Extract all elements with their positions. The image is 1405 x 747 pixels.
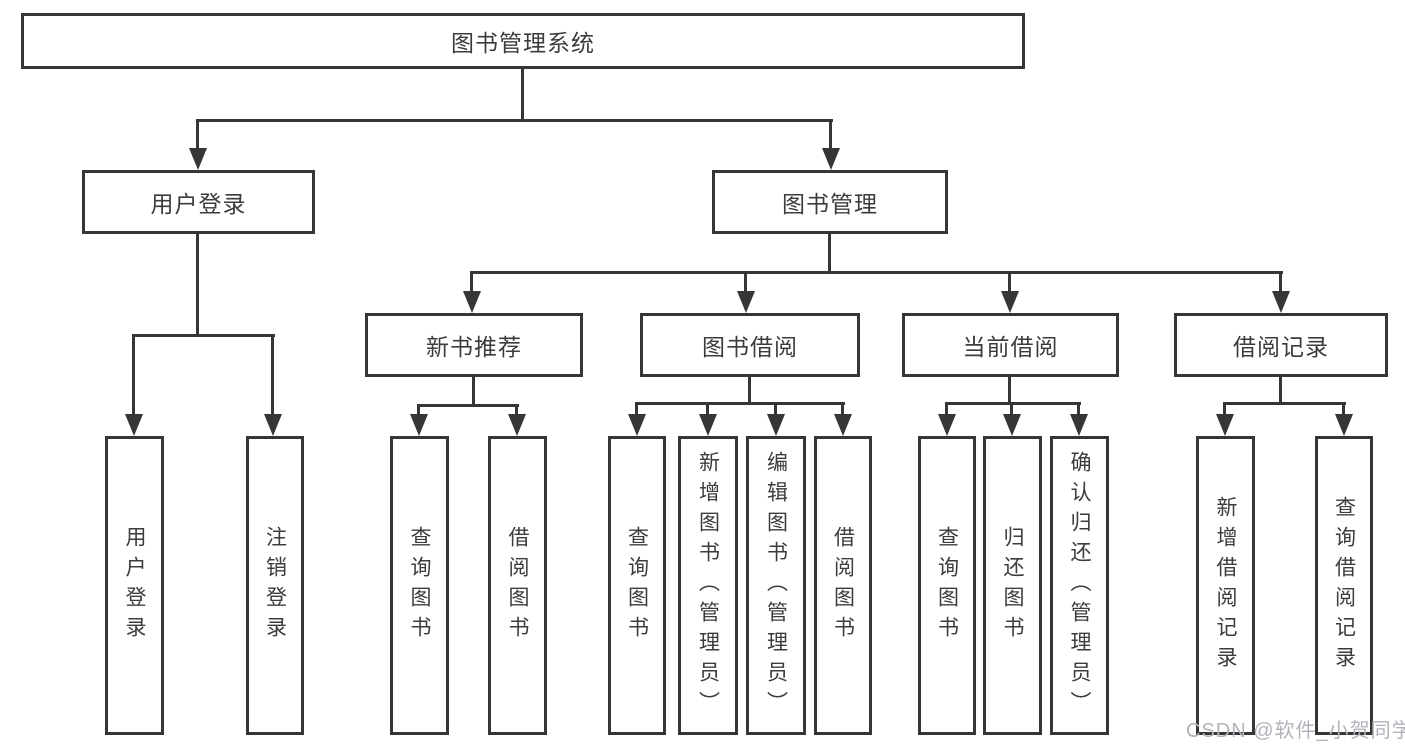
connector-line — [417, 404, 519, 407]
connector-line — [196, 233, 199, 335]
node-label: 新书推荐 — [426, 334, 522, 360]
connector-line — [748, 376, 751, 403]
leaf-recommend-borrow-book: 借阅图书 — [488, 436, 547, 735]
arrow-down-icon — [1001, 291, 1019, 313]
node-label: 图书借阅 — [702, 334, 798, 360]
connector-line — [1008, 272, 1011, 291]
node-label: 新增图书（管理员） — [696, 450, 720, 721]
leaf-add-book-admin: 新增图书（管理员） — [678, 436, 738, 735]
leaf-confirm-return-admin: 确认归还（管理员） — [1050, 436, 1109, 735]
leaf-edit-book-admin: 编辑图书（管理员） — [746, 436, 806, 735]
node-new-book-recommend: 新书推荐 — [365, 313, 583, 377]
arrow-down-icon — [1070, 414, 1088, 436]
node-label: 借阅图书 — [506, 525, 529, 646]
connector-line — [515, 405, 518, 414]
connector-line — [1279, 272, 1282, 291]
node-label: 查询图书 — [625, 525, 649, 646]
node-label: 查询图书 — [935, 525, 959, 646]
connector-line — [521, 68, 524, 120]
connector-line — [829, 120, 832, 148]
connector-line — [1342, 403, 1345, 414]
connector-line — [470, 272, 473, 291]
node-user-login: 用户登录 — [82, 170, 315, 234]
arrow-down-icon — [264, 414, 282, 436]
connector-line — [472, 376, 475, 405]
connector-line — [1010, 403, 1013, 414]
arrow-down-icon — [699, 414, 717, 436]
arrow-down-icon — [410, 414, 428, 436]
connector-line — [828, 234, 831, 272]
node-label: 编辑图书（管理员） — [764, 450, 788, 721]
leaf-borrow-query-book: 查询图书 — [608, 436, 666, 735]
node-label: 注销登录 — [263, 525, 287, 646]
connector-line — [945, 403, 948, 414]
node-label: 确认归还（管理员） — [1068, 450, 1091, 721]
connector-line — [196, 120, 199, 148]
node-label: 用户登录 — [150, 191, 247, 217]
arrow-down-icon — [834, 414, 852, 436]
connector-line — [1077, 403, 1080, 414]
connector-line — [841, 403, 844, 414]
arrow-down-icon — [938, 414, 956, 436]
arrow-down-icon — [628, 414, 646, 436]
connector-line — [1279, 376, 1282, 403]
connector-line — [706, 403, 709, 414]
node-label: 查询图书 — [408, 525, 431, 646]
leaf-return-book: 归还图书 — [983, 436, 1042, 735]
node-label: 新增借阅记录 — [1214, 495, 1237, 676]
connector-line — [635, 402, 845, 405]
node-label: 用户登录 — [123, 525, 146, 646]
node-label: 当前借阅 — [962, 334, 1059, 360]
arrow-down-icon — [1216, 414, 1234, 436]
connector-line — [470, 271, 1283, 274]
connector-line — [417, 405, 420, 414]
connector-line — [132, 335, 135, 414]
node-label: 图书管理系统 — [451, 30, 595, 56]
leaf-recommend-query-book: 查询图书 — [390, 436, 449, 735]
connector-line — [744, 272, 747, 291]
node-label: 借阅图书 — [831, 525, 855, 646]
node-borrow-record: 借阅记录 — [1174, 313, 1388, 377]
connector-line — [1223, 403, 1226, 414]
connector-line — [774, 403, 777, 414]
arrow-down-icon — [767, 414, 785, 436]
node-label: 查询借阅记录 — [1332, 495, 1356, 676]
node-current-borrow: 当前借阅 — [902, 313, 1119, 377]
node-label: 图书管理 — [782, 191, 878, 217]
node-label: 归还图书 — [1001, 525, 1024, 646]
arrow-down-icon — [737, 291, 755, 313]
leaf-query-borrow-record: 查询借阅记录 — [1315, 436, 1373, 735]
arrow-down-icon — [463, 291, 481, 313]
leaf-logout: 注销登录 — [246, 436, 304, 735]
connector-line — [1008, 376, 1011, 403]
arrow-down-icon — [508, 414, 526, 436]
connector-line — [945, 402, 1081, 405]
watermark: CSDN @软件_小贺同学 — [1186, 720, 1405, 742]
node-library-management-system: 图书管理系统 — [21, 13, 1025, 69]
node-book-management: 图书管理 — [712, 170, 948, 234]
arrow-down-icon — [1003, 414, 1021, 436]
connector-line — [271, 335, 274, 414]
leaf-borrow-book: 借阅图书 — [814, 436, 872, 735]
leaf-current-query-book: 查询图书 — [918, 436, 976, 735]
arrow-down-icon — [1272, 291, 1290, 313]
arrow-down-icon — [1335, 414, 1353, 436]
connector-line — [635, 403, 638, 414]
arrow-down-icon — [189, 148, 207, 170]
arrow-down-icon — [822, 148, 840, 170]
node-book-borrow: 图书借阅 — [640, 313, 860, 377]
arrow-down-icon — [125, 414, 143, 436]
leaf-user-login: 用户登录 — [105, 436, 164, 735]
leaf-add-borrow-record: 新增借阅记录 — [1196, 436, 1255, 735]
connector-line — [1223, 402, 1346, 405]
connector-line — [196, 119, 833, 122]
connector-line — [132, 334, 275, 337]
node-label: 借阅记录 — [1233, 334, 1329, 360]
